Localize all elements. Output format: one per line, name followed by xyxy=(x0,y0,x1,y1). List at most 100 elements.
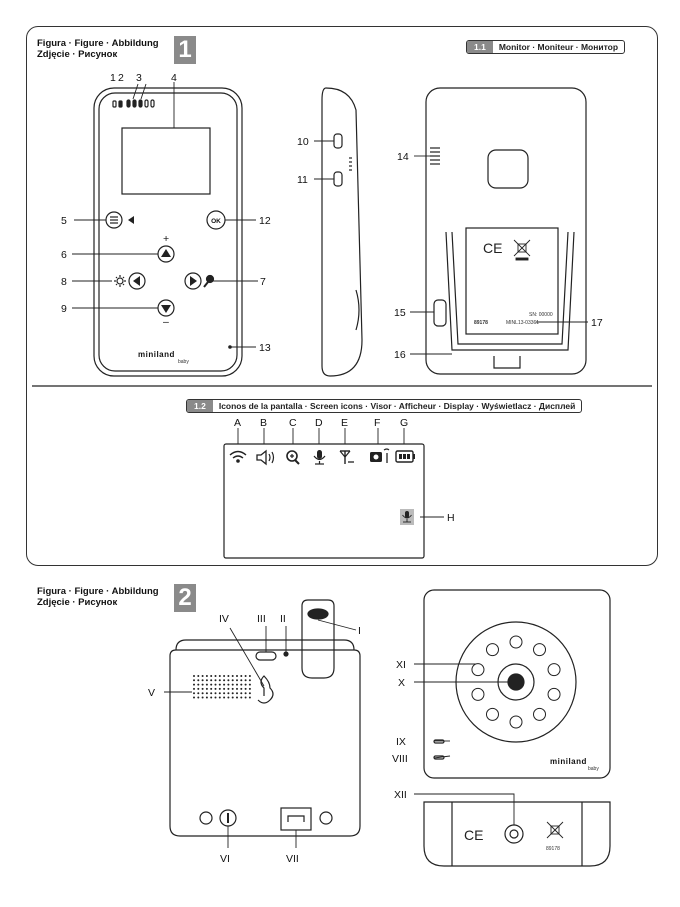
grille-dot xyxy=(227,679,230,682)
figure-1-title-line1: Figura · Figure · Abbildung xyxy=(37,38,159,49)
figure-1-title: Figura · Figure · Abbildung Zdjęcie · Ри… xyxy=(37,38,159,60)
speaker-grille: /* filled by JS */ xyxy=(193,675,251,699)
talk-button-side xyxy=(333,171,343,187)
grille-dot xyxy=(205,679,208,682)
monitor-screen xyxy=(121,127,211,195)
wifi-icon xyxy=(229,450,247,463)
figure-1-panel xyxy=(26,26,658,566)
camera-lens xyxy=(507,673,525,691)
figure-1-number: 1 xyxy=(174,36,196,64)
serial-sn: SN: 00000 xyxy=(529,312,553,318)
grille-dot xyxy=(244,696,247,699)
callout-11: 11 xyxy=(297,174,308,186)
monitor-front xyxy=(93,87,243,377)
callout-4: 4 xyxy=(171,72,177,84)
serial-number: MINL13-03361 xyxy=(506,320,539,326)
figure-1-title-line2: Zdjęcie · Рисунок xyxy=(37,49,118,60)
grille-dot xyxy=(214,696,217,699)
ir-led xyxy=(509,635,523,649)
grille-dot xyxy=(197,683,200,686)
callout-13: 13 xyxy=(259,342,271,354)
monitor-back xyxy=(425,87,587,375)
grille-dot xyxy=(193,675,195,677)
grille-dot xyxy=(218,687,221,690)
callout-lines-2 xyxy=(164,619,515,848)
grille-dot xyxy=(214,679,217,682)
grille-dot xyxy=(223,696,226,699)
grille-dot xyxy=(248,696,251,699)
tripod-socket xyxy=(504,824,524,844)
grille-dot xyxy=(244,687,247,690)
callout-I: I xyxy=(358,625,361,637)
grille-dot xyxy=(210,675,213,677)
grille-dot xyxy=(214,683,217,686)
grille-dot xyxy=(201,675,204,677)
callout-9: 9 xyxy=(61,303,67,315)
stand xyxy=(445,231,575,351)
callout-IX: IX xyxy=(396,736,406,748)
callout-10: 10 xyxy=(297,136,309,148)
callout-XI: XI xyxy=(396,659,406,671)
grille-dot xyxy=(197,679,200,682)
ir-led xyxy=(471,663,485,677)
antenna-icon xyxy=(339,450,354,464)
ir-sensor xyxy=(433,739,445,744)
grille-dot xyxy=(214,675,217,677)
ir-leds xyxy=(471,635,561,729)
icon-letter-b: B xyxy=(260,417,267,429)
grille-dot xyxy=(193,683,195,686)
grille-dot xyxy=(248,687,251,690)
grille-dot xyxy=(201,683,204,686)
grille-dot xyxy=(223,683,226,686)
grille-dot xyxy=(214,692,217,695)
icon-letter-f: F xyxy=(374,417,380,429)
camera-front xyxy=(423,589,611,779)
grille-dot xyxy=(201,687,204,690)
monitor-logo-sub: baby xyxy=(178,359,189,365)
icon-letter-d: D xyxy=(315,417,323,429)
grille-dot xyxy=(214,687,217,690)
grille-dot xyxy=(205,692,208,695)
callout-V: V xyxy=(148,687,155,699)
camera-antenna xyxy=(301,599,335,679)
screen-display xyxy=(223,428,444,559)
callout-6: 6 xyxy=(61,249,67,261)
zoom-icon xyxy=(286,450,300,465)
grille-dot xyxy=(227,687,230,690)
grille-dot xyxy=(231,687,234,690)
grille-dot xyxy=(201,679,204,682)
weee-bin-icon xyxy=(513,239,531,261)
icon-letter-c: C xyxy=(289,417,297,429)
grille-dot xyxy=(205,683,208,686)
grille-dot xyxy=(223,692,226,695)
icon-letter-h: H xyxy=(447,512,455,524)
ir-led xyxy=(509,715,523,729)
grille-dot xyxy=(218,679,221,682)
usb-port xyxy=(280,807,312,831)
grille-dot xyxy=(240,687,243,690)
grille-dot xyxy=(210,696,213,699)
callout-2: 2 xyxy=(118,72,124,84)
section-1-2-label: Iconos de la pantalla · Screen icons · V… xyxy=(218,401,576,411)
callout-X: X xyxy=(398,677,405,689)
power-led xyxy=(112,100,117,108)
grille-dot xyxy=(231,679,234,682)
usb-port-back xyxy=(433,299,447,327)
ir-led xyxy=(471,687,485,701)
grille-dot xyxy=(193,696,195,699)
grille-dot xyxy=(248,683,251,686)
battery-icon xyxy=(395,450,415,463)
icon-letter-a: A xyxy=(234,417,241,429)
grille-dot xyxy=(193,687,195,690)
camera-logo-sub: baby xyxy=(588,766,599,772)
monitor-logo: miniland xyxy=(138,350,175,359)
callout-15: 15 xyxy=(394,307,406,319)
weee-bin-icon-camera xyxy=(546,821,564,839)
grille-dot xyxy=(231,692,234,695)
grille-dot xyxy=(244,675,247,677)
plus-sign: + xyxy=(163,233,169,245)
ir-led xyxy=(485,643,499,657)
